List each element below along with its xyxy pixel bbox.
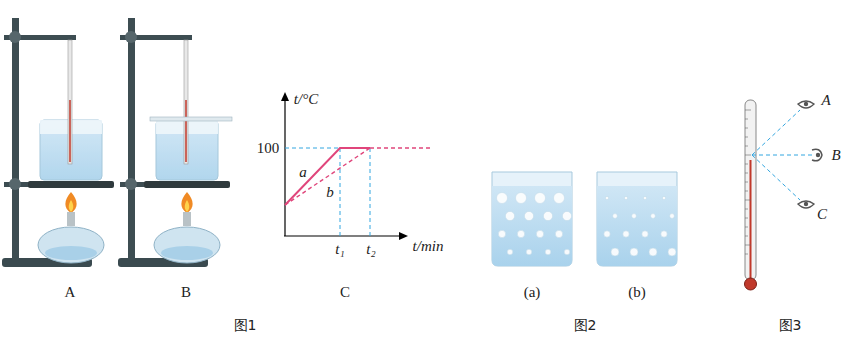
- bubble: [643, 196, 646, 199]
- bubble: [661, 231, 667, 237]
- tick-label: 100: [257, 141, 280, 156]
- bubble: [562, 211, 571, 220]
- bubble: [517, 230, 524, 237]
- bubble: [624, 196, 627, 199]
- bubble: [623, 231, 629, 237]
- beaker-label: (b): [628, 285, 646, 300]
- bubble: [564, 249, 570, 255]
- bubble: [649, 248, 657, 256]
- scale-tick: [745, 254, 748, 255]
- scale-tick: [745, 155, 751, 156]
- scale-tick: [745, 245, 751, 246]
- bubble: [507, 249, 513, 255]
- bubble: [505, 211, 514, 220]
- scale-tick: [745, 182, 748, 183]
- tick-label: t₂: [366, 242, 375, 257]
- bubble: [604, 231, 610, 237]
- scale-tick: [745, 137, 748, 138]
- scale-tick: [745, 173, 748, 174]
- bubble: [651, 214, 656, 219]
- scale-tick: [745, 119, 748, 120]
- figure-caption: 图3: [779, 318, 802, 332]
- setup-letter: A: [65, 285, 76, 300]
- bubble: [642, 231, 648, 237]
- bubble: [668, 248, 676, 256]
- scale-tick: [745, 200, 751, 201]
- bubble: [611, 248, 619, 256]
- scale-tick: [745, 227, 748, 228]
- scale-tick: [745, 146, 748, 147]
- axis-label: t/min: [413, 239, 444, 254]
- bubble: [524, 211, 533, 220]
- scale-tick: [745, 110, 751, 111]
- bubble: [543, 211, 552, 220]
- setup-letter: B: [181, 285, 191, 300]
- bubble: [630, 248, 638, 256]
- scale-tick: [745, 236, 748, 237]
- beaker-label: (a): [524, 285, 541, 300]
- bubble: [526, 249, 532, 255]
- tick-label: t₁: [335, 242, 344, 257]
- scale-tick: [745, 128, 748, 129]
- axis-label: t/°C: [294, 92, 318, 107]
- eye-position-label: A: [821, 93, 830, 108]
- setup-letter: C: [340, 285, 350, 300]
- figure-caption: 图1: [234, 318, 257, 332]
- bubble: [516, 193, 527, 204]
- scale-tick: [745, 209, 748, 210]
- bubble: [662, 196, 665, 199]
- line-label: b: [326, 185, 334, 200]
- line-label: a: [299, 165, 307, 180]
- bubble: [536, 230, 543, 237]
- bubble: [498, 230, 505, 237]
- eye-position-label: B: [831, 148, 840, 163]
- eye-position-label: C: [817, 207, 827, 222]
- bubble: [535, 193, 546, 204]
- bubble: [545, 249, 551, 255]
- bubble: [613, 214, 618, 219]
- bubble: [497, 193, 508, 204]
- bubble: [670, 214, 675, 219]
- bubble: [605, 196, 608, 199]
- bubble: [632, 214, 637, 219]
- scale-tick: [745, 164, 748, 165]
- scale-tick: [745, 218, 748, 219]
- bubble: [554, 193, 565, 204]
- bubble: [555, 230, 562, 237]
- scale-tick: [745, 191, 748, 192]
- figure-caption: 图2: [574, 318, 597, 332]
